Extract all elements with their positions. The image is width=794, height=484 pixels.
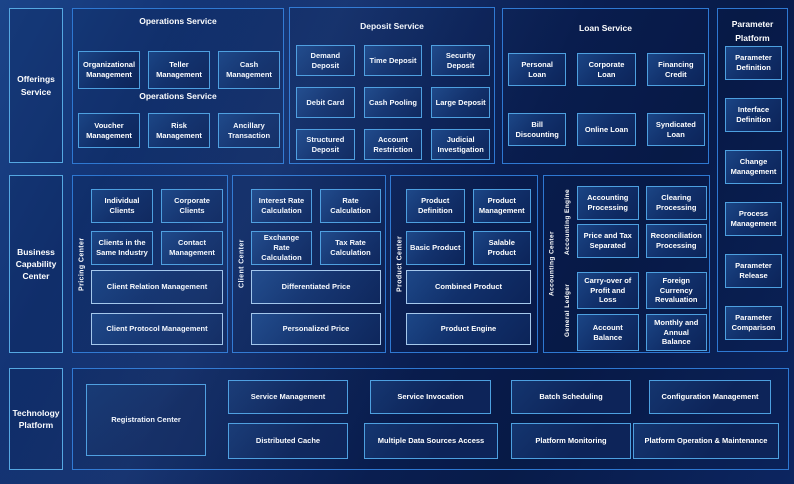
panel-product-center: Product Center Product Definition Produc… xyxy=(390,175,538,353)
box-process-management: Process Management xyxy=(725,202,782,236)
box-contact-management: Contact Management xyxy=(161,231,223,265)
pricing-grid: Individual Clients Corporate Clients Cli… xyxy=(91,189,223,265)
box-security-deposit: Security Deposit xyxy=(431,45,490,76)
product-center-label: Product Center xyxy=(396,235,404,293)
box-carry-over-of-profit-and-loss: Carry-over of Profit and Loss xyxy=(577,272,639,309)
box-corporate-clients: Corporate Clients xyxy=(161,189,223,223)
pricing-center-label: Pricing Center xyxy=(78,237,86,291)
box-debit-card: Debit Card xyxy=(296,87,355,118)
box-risk-management: Risk Management xyxy=(148,113,210,148)
box-time-deposit: Time Deposit xyxy=(363,45,423,76)
box-structured-deposit: Structured Deposit xyxy=(296,129,355,160)
box-product-management: Product Management xyxy=(472,189,531,223)
box-multiple-data-sources-access: Multiple Data Sources Access xyxy=(364,423,498,459)
box-financing-credit: Financing Credit xyxy=(646,53,705,86)
deposit-service-title: Deposit Service xyxy=(360,21,424,31)
box-organizational-management: Organizational Management xyxy=(78,51,140,89)
box-registration-center: Registration Center xyxy=(86,384,206,456)
accounting-engine-grid: Accounting Processing Clearing Processin… xyxy=(577,186,707,258)
parameter-items: Parameter Definition Interface Definitio… xyxy=(725,46,782,340)
box-reconciliation-processing: Reconciliation Processing xyxy=(645,224,707,258)
panel-accounting-center: Accounting Center Accounting Engine Acco… xyxy=(543,175,710,353)
box-foreign-currency-revaluation: Foreign Currency Revaluation xyxy=(645,272,707,309)
general-ledger-label: General Ledger xyxy=(564,283,571,337)
box-clients-in-the-same-industry: Clients in the Same Industry xyxy=(91,231,153,265)
box-interface-definition: Interface Definition xyxy=(725,98,782,132)
panel-parameter-platform: Parameter Platform Parameter Definition … xyxy=(717,8,788,352)
box-change-management: Change Management xyxy=(725,150,782,184)
box-teller-management: Teller Management xyxy=(148,51,210,89)
box-voucher-management: Voucher Management xyxy=(78,113,140,148)
box-account-restriction: Account Restriction xyxy=(363,129,423,160)
box-personal-loan: Personal Loan xyxy=(508,53,567,86)
box-platform-monitoring: Platform Monitoring xyxy=(511,423,631,459)
accounting-center-label: Accounting Center xyxy=(548,231,556,297)
rail-offerings-service: Offerings Service xyxy=(9,8,63,163)
product-grid: Product Definition Product Management Ba… xyxy=(406,189,531,265)
panel-client-center: Client Center Interest Rate Calculation … xyxy=(232,175,386,353)
box-cash-pooling: Cash Pooling xyxy=(363,87,423,118)
box-clearing-processing: Clearing Processing xyxy=(645,186,707,220)
box-judicial-investigation: Judicial Investigation xyxy=(431,129,490,160)
box-price-and-tax-separated: Price and Tax Separated xyxy=(577,224,639,258)
box-product-definition: Product Definition xyxy=(406,189,465,223)
operations-service-subtitle: Operations Service xyxy=(139,91,217,101)
panel-operations-service: Operations Service Organizational Manage… xyxy=(72,8,284,164)
operations-row-2: Voucher Management Risk Management Ancil… xyxy=(78,113,280,148)
box-service-management: Service Management xyxy=(228,380,348,414)
box-client-protocol-management: Client Protocol Management xyxy=(91,313,223,345)
box-tax-rate-calculation: Tax Rate Calculation xyxy=(320,231,381,265)
box-accounting-processing: Accounting Processing xyxy=(577,186,639,220)
box-configuration-management: Configuration Management xyxy=(649,380,771,414)
loan-grid: Personal Loan Corporate Loan Financing C… xyxy=(508,53,705,146)
box-demand-deposit: Demand Deposit xyxy=(296,45,355,76)
box-batch-scheduling: Batch Scheduling xyxy=(511,380,631,414)
box-corporate-loan: Corporate Loan xyxy=(577,53,636,86)
box-combined-product: Combined Product xyxy=(406,270,531,304)
box-parameter-comparison: Parameter Comparison xyxy=(725,306,782,340)
client-grid: Interest Rate Calculation Rate Calculati… xyxy=(251,189,381,265)
box-cash-management: Cash Management xyxy=(218,51,280,89)
operations-service-title: Operations Service xyxy=(139,16,217,26)
panel-pricing-center: Pricing Center Individual Clients Corpor… xyxy=(72,175,228,353)
box-parameter-definition: Parameter Definition xyxy=(725,46,782,80)
box-product-engine: Product Engine xyxy=(406,313,531,345)
box-platform-operation-maintenance: Platform Operation & Maintenance xyxy=(633,423,779,459)
rail-business-capability-center: Business Capability Center xyxy=(9,175,63,353)
panel-deposit-service: Deposit Service Demand Deposit Time Depo… xyxy=(289,7,495,164)
box-online-loan: Online Loan xyxy=(577,113,636,146)
box-interest-rate-calculation: Interest Rate Calculation xyxy=(251,189,312,223)
deposit-grid: Demand Deposit Time Deposit Security Dep… xyxy=(296,45,490,160)
box-syndicated-loan: Syndicated Loan xyxy=(646,113,705,146)
client-center-label: Client Center xyxy=(238,239,246,289)
parameter-platform-title: Parameter Platform xyxy=(731,19,774,43)
loan-service-title: Loan Service xyxy=(579,23,632,33)
box-parameter-release: Parameter Release xyxy=(725,254,782,288)
panel-loan-service: Loan Service Personal Loan Corporate Loa… xyxy=(502,8,709,164)
rail-technology-platform: Technology Platform xyxy=(9,368,63,470)
box-differentiated-price: Differentiated Price xyxy=(251,270,381,304)
box-large-deposit: Large Deposit xyxy=(431,87,490,118)
box-basic-product: Basic Product xyxy=(406,231,465,265)
box-rate-calculation: Rate Calculation xyxy=(320,189,381,223)
general-ledger-grid: Carry-over of Profit and Loss Foreign Cu… xyxy=(577,272,707,351)
box-client-relation-management: Client Relation Management xyxy=(91,270,223,304)
box-ancillary-transaction: Ancillary Transaction xyxy=(218,113,280,148)
box-individual-clients: Individual Clients xyxy=(91,189,153,223)
accounting-engine-label: Accounting Engine xyxy=(564,188,571,256)
box-personalized-price: Personalized Price xyxy=(251,313,381,345)
panel-technology-platform: Registration Center Service Management S… xyxy=(72,368,789,470)
box-service-invocation: Service Invocation xyxy=(370,380,491,414)
box-salable-product: Salable Product xyxy=(472,231,531,265)
operations-row-1: Organizational Management Teller Managem… xyxy=(78,51,280,89)
box-account-balance: Account Balance xyxy=(577,314,639,351)
box-monthly-and-annual-balance: Monthly and Annual Balance xyxy=(645,314,707,351)
box-exchange-rate-calculation: Exchange Rate Calculation xyxy=(251,231,312,265)
box-distributed-cache: Distributed Cache xyxy=(228,423,348,459)
box-bill-discounting: Bill Discounting xyxy=(508,113,567,146)
